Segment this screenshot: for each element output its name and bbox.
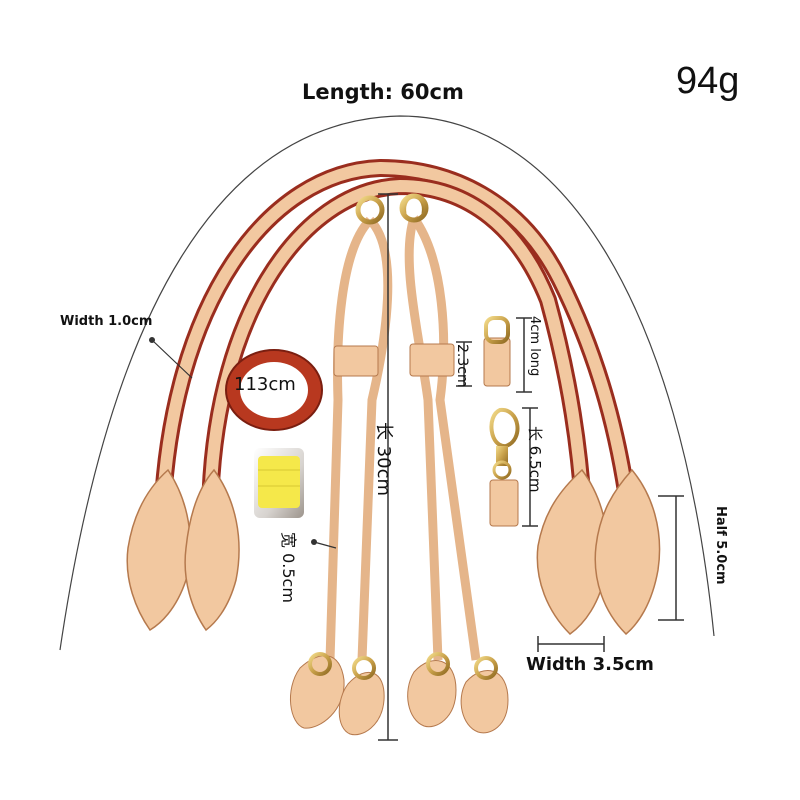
end-width-label: Width 3.5cm (526, 654, 654, 675)
strap-width-label: Width 1.0cm (60, 314, 153, 329)
tape-length-label: 113cm (234, 374, 296, 395)
hook-tab (489, 408, 520, 527)
hook-length-label: 长 6.5cm (526, 426, 544, 493)
long-strap-2 (201, 176, 593, 521)
strap-end-right-2 (594, 468, 661, 636)
end-half-label: Half 5.0cm (713, 506, 728, 585)
length-label: Length: 60cm (302, 80, 464, 104)
long-strap-1 (153, 158, 639, 522)
small-strap-set-2 (399, 193, 509, 734)
small-strap-width-label: 宽 0.5cm (279, 532, 298, 603)
clip-length-label: 4cm long (527, 316, 542, 377)
small-strap-length-label: 长 30cm (373, 422, 394, 497)
narrow-width-pointer (313, 541, 337, 549)
clip-tab (483, 316, 511, 387)
small-strap-set-1 (289, 195, 393, 736)
strap-end-left-1 (126, 468, 192, 632)
length-arc (59, 115, 715, 651)
weight-label: 94g (676, 60, 740, 102)
tab-height-label: 2.3cm (454, 344, 470, 388)
width-pointer (151, 339, 193, 379)
strap-end-left-2 (184, 468, 240, 632)
thread-spool (254, 448, 304, 518)
edge-tape-roll (225, 349, 323, 431)
